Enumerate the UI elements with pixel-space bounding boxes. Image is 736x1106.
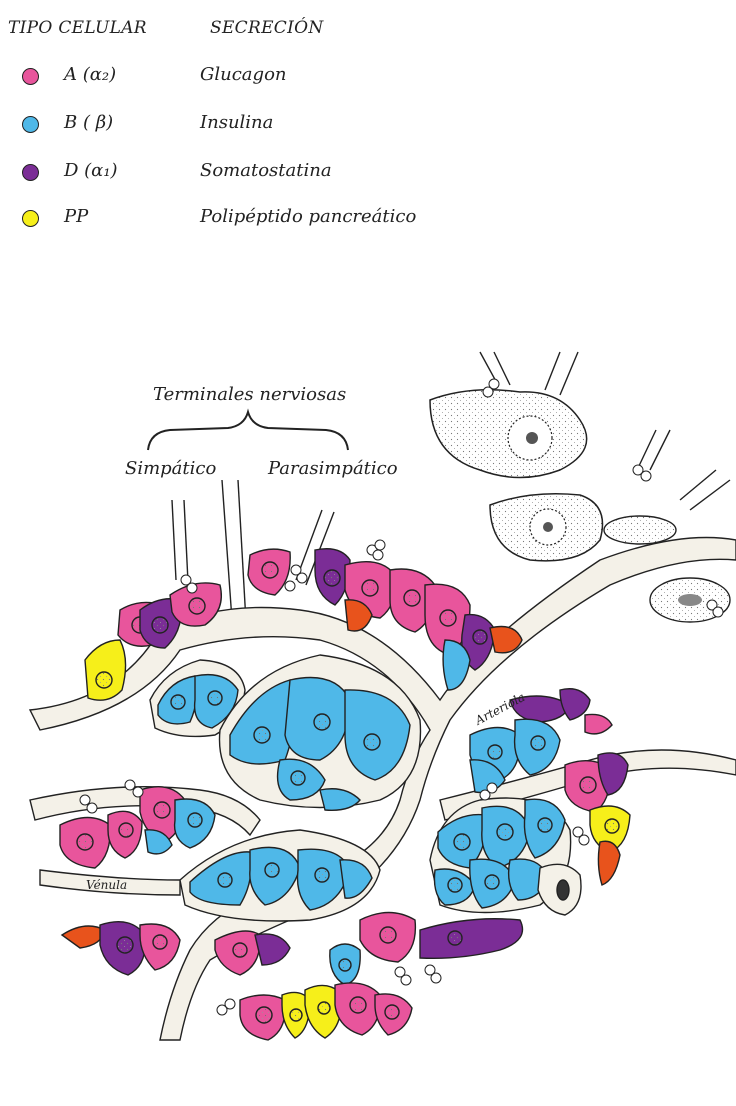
a-cell-swatch bbox=[22, 68, 39, 85]
islet-beta-cluster-lower bbox=[180, 830, 380, 921]
nerve-brace bbox=[148, 412, 348, 450]
legend-header-cell-type: TIPO CELULAR bbox=[8, 18, 147, 38]
islet-bottom-row bbox=[240, 983, 412, 1040]
sympathetic-label: Simpático bbox=[125, 458, 216, 479]
venule-label: Vénula bbox=[86, 878, 127, 892]
cell-type-legend: TIPO CELULAR SECRECIÓN A (α₂) Glucagon B… bbox=[0, 0, 736, 250]
nerve-terminals-label: Terminales nerviosas bbox=[153, 384, 346, 405]
b-cell-code: B ( β) bbox=[64, 112, 113, 133]
pp-cell-code: PP bbox=[64, 206, 88, 227]
a-cell-secretion: Glucagon bbox=[200, 64, 287, 85]
b-cell-swatch bbox=[22, 116, 39, 133]
pp-cell-secretion: Polipéptido pancreático bbox=[200, 206, 416, 227]
d-cell-secretion: Somatostatina bbox=[200, 160, 332, 181]
pp-cell-swatch bbox=[22, 210, 39, 227]
islet-bottom-center bbox=[330, 913, 523, 986]
parasympathetic-label: Parasimpático bbox=[267, 458, 398, 479]
islet-illustration: Terminales nerviosas Simpático Parasimpá… bbox=[0, 330, 736, 1100]
d-cell-code: D (α₁) bbox=[64, 160, 118, 181]
islet-beta-cluster-right bbox=[430, 798, 630, 915]
d-cell-swatch bbox=[22, 164, 39, 181]
a-cell-code: A (α₂) bbox=[64, 64, 116, 85]
b-cell-secretion: Insulina bbox=[200, 112, 273, 133]
pancreatic-islet-diagram: Terminales nerviosas Simpático Parasimpá… bbox=[0, 330, 736, 1100]
legend-header-secretion: SECRECIÓN bbox=[210, 18, 324, 38]
